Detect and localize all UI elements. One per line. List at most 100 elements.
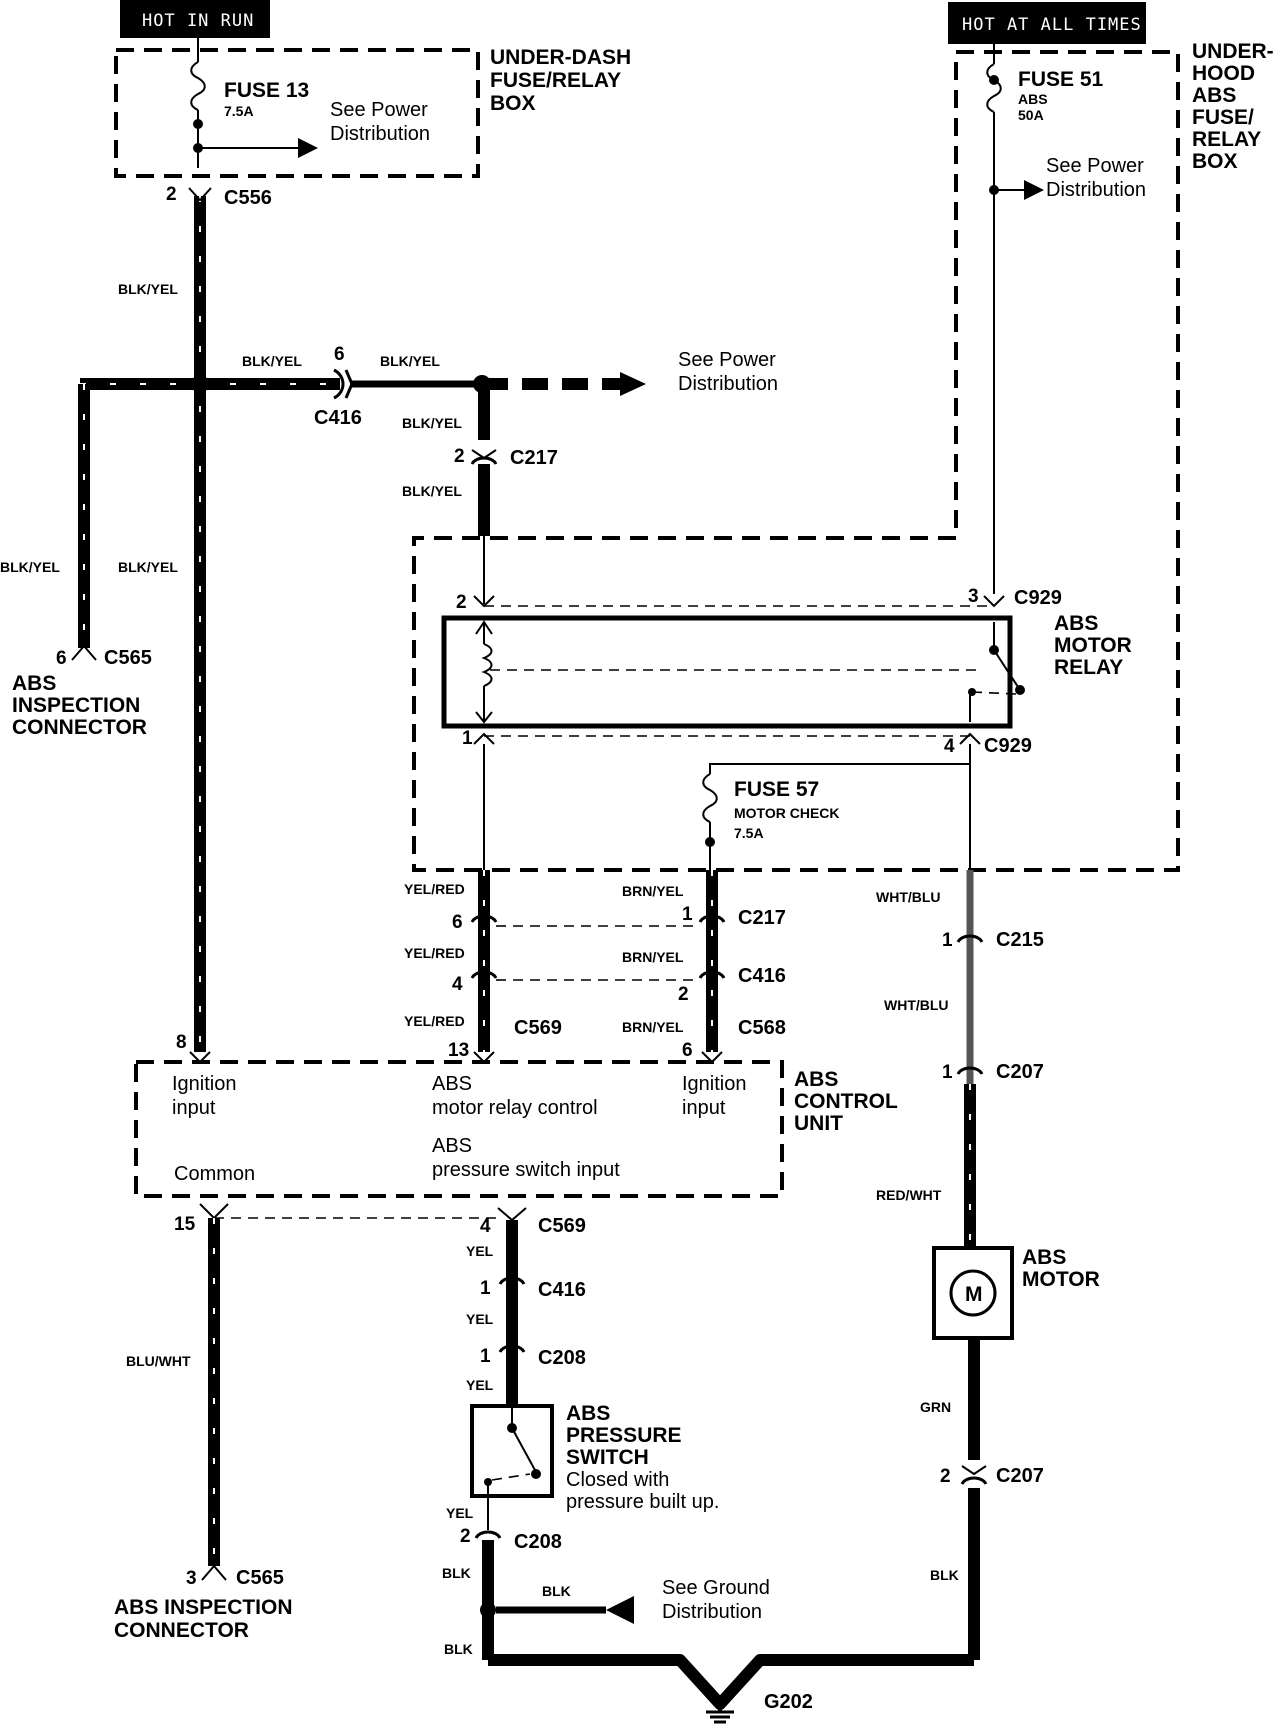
svg-text:ABS: ABS <box>432 1073 472 1095</box>
svg-text:50A: 50A <box>1018 107 1044 123</box>
svg-text:MOTOR CHECK: MOTOR CHECK <box>734 805 840 821</box>
svg-text:WHT/BLU: WHT/BLU <box>876 889 941 905</box>
abs-pressure-switch: ABS PRESSURE SWITCH Closed with pressure… <box>470 1402 719 1513</box>
svg-text:6: 6 <box>334 344 345 365</box>
svg-text:YEL/RED: YEL/RED <box>404 945 465 961</box>
svg-text:FUSE 13: FUSE 13 <box>224 79 309 102</box>
svg-text:FUSE/RELAY: FUSE/RELAY <box>490 69 621 92</box>
svg-text:ABS: ABS <box>1192 84 1236 107</box>
svg-text:C207: C207 <box>996 1061 1044 1083</box>
svg-text:BOX: BOX <box>490 92 536 115</box>
svg-text:GRN: GRN <box>920 1399 951 1415</box>
svg-text:input: input <box>172 1097 216 1119</box>
svg-text:YEL/RED: YEL/RED <box>404 881 465 897</box>
svg-text:C416: C416 <box>738 965 786 987</box>
svg-text:BLK: BLK <box>442 1565 471 1581</box>
svg-text:7.5A: 7.5A <box>224 103 254 119</box>
svg-text:BLK: BLK <box>444 1641 473 1657</box>
svg-text:8: 8 <box>176 1032 187 1053</box>
hot-in-run-banner: HOT IN RUN <box>120 0 270 38</box>
svg-text:RELAY: RELAY <box>1054 656 1123 679</box>
svg-text:ABS: ABS <box>432 1135 472 1157</box>
svg-text:ABS: ABS <box>1022 1246 1066 1269</box>
svg-text:1: 1 <box>480 1278 491 1299</box>
svg-text:ABS INSPECTION: ABS INSPECTION <box>114 1596 293 1619</box>
yel-red-wire: YEL/RED 6 YEL/RED 4 YEL/RED C569 <box>404 744 562 1052</box>
svg-text:pressure switch input: pressure switch input <box>432 1159 620 1181</box>
svg-text:See Ground: See Ground <box>662 1577 770 1599</box>
svg-text:ABS: ABS <box>1018 91 1048 107</box>
svg-text:BLK: BLK <box>542 1583 571 1599</box>
abs-control-unit: 8 13 6 Ignition input ABS motor relay co… <box>134 1032 898 1198</box>
svg-text:6: 6 <box>56 648 67 669</box>
abs-motor: M ABS MOTOR <box>932 1246 1100 1340</box>
svg-text:3: 3 <box>968 586 979 607</box>
svg-text:MOTOR: MOTOR <box>1022 1268 1100 1291</box>
svg-text:Ignition: Ignition <box>682 1073 747 1095</box>
motor-ground-wire: GRN 2 C207 BLK <box>920 1338 1044 1660</box>
svg-text:M: M <box>965 1283 983 1306</box>
svg-text:PRESSURE: PRESSURE <box>566 1424 682 1447</box>
svg-text:BLK/YEL: BLK/YEL <box>0 559 60 575</box>
svg-text:SWITCH: SWITCH <box>566 1446 649 1469</box>
svg-text:ABS: ABS <box>566 1402 610 1425</box>
svg-text:2: 2 <box>460 1526 471 1547</box>
svg-text:FUSE 57: FUSE 57 <box>734 778 819 801</box>
svg-text:ABS: ABS <box>794 1068 838 1091</box>
svg-text:HOOD: HOOD <box>1192 62 1255 85</box>
svg-text:HOT AT ALL TIMES: HOT AT ALL TIMES <box>962 15 1142 35</box>
svg-text:C217: C217 <box>738 907 786 929</box>
under-hood-abs-fuse-box: UNDER- HOOD ABS FUSE/ RELAY BOX <box>412 40 1274 872</box>
svg-text:input: input <box>682 1097 726 1119</box>
svg-text:FUSE 51: FUSE 51 <box>1018 68 1104 91</box>
svg-text:YEL: YEL <box>466 1311 494 1327</box>
svg-text:BLU/WHT: BLU/WHT <box>126 1353 191 1369</box>
svg-text:Distribution: Distribution <box>662 1601 762 1623</box>
svg-text:RED/WHT: RED/WHT <box>876 1187 942 1203</box>
svg-text:2: 2 <box>454 446 465 467</box>
abs-motor-relay: 2 3 C929 ABS MOTOR RELAY 1 4 C929 <box>441 586 1132 757</box>
svg-text:INSPECTION: INSPECTION <box>12 694 140 717</box>
svg-text:Closed with: Closed with <box>566 1469 669 1491</box>
svg-text:RELAY: RELAY <box>1192 128 1261 151</box>
svg-text:2: 2 <box>940 1466 951 1487</box>
svg-text:BRN/YEL: BRN/YEL <box>622 883 684 899</box>
svg-text:C929: C929 <box>1014 587 1062 609</box>
svg-text:C416: C416 <box>538 1279 586 1301</box>
svg-text:BLK/YEL: BLK/YEL <box>242 353 302 369</box>
pressure-switch-ground-wire: YEL 2 C208 BLK BLK See Ground Distributi… <box>442 1496 770 1660</box>
ground-g202: G202 <box>488 1654 974 1724</box>
svg-text:ABS: ABS <box>1054 612 1098 635</box>
svg-text:ABS: ABS <box>12 672 56 695</box>
svg-text:See Power: See Power <box>678 349 776 371</box>
under-dash-fuse-box: UNDER-DASH FUSE/RELAY BOX <box>114 46 631 178</box>
svg-text:6: 6 <box>682 1040 693 1061</box>
fuse-57: FUSE 57 MOTOR CHECK 7.5A <box>702 744 971 870</box>
svg-text:13: 13 <box>448 1040 469 1061</box>
svg-text:4: 4 <box>944 736 955 757</box>
svg-text:C929: C929 <box>984 735 1032 757</box>
svg-text:YEL: YEL <box>446 1505 474 1521</box>
blk-yel-inspection-branch: BLK/YEL 6 C565 ABS INSPECTION CONNECTOR <box>0 384 152 739</box>
svg-text:C565: C565 <box>236 1567 284 1589</box>
svg-text:CONTROL: CONTROL <box>794 1090 898 1113</box>
yel-pressure-wire: 4 C569 YEL 1 C416 YEL 1 C208 YEL <box>466 1207 586 1406</box>
svg-text:3: 3 <box>186 1568 197 1589</box>
svg-text:15: 15 <box>174 1214 196 1235</box>
svg-text:6: 6 <box>452 912 463 933</box>
fuse-51: FUSE 51 ABS 50A See Power Distribution <box>986 44 1146 594</box>
blk-yel-main-wire: 2 C556 BLK/YEL BLK/YEL <box>118 184 272 1052</box>
svg-text:Distribution: Distribution <box>330 123 430 145</box>
svg-text:BLK/YEL: BLK/YEL <box>118 281 178 297</box>
blu-wht-wire: 15 BLU/WHT 3 C565 ABS INSPECTION CONNECT… <box>114 1203 500 1642</box>
svg-text:BLK/YEL: BLK/YEL <box>118 559 178 575</box>
fuse-13: FUSE 13 7.5A See Power Distribution <box>190 38 430 168</box>
svg-text:Distribution: Distribution <box>1046 179 1146 201</box>
svg-text:4: 4 <box>480 1216 491 1237</box>
svg-text:C569: C569 <box>538 1215 586 1237</box>
svg-text:See Power: See Power <box>330 99 428 121</box>
svg-text:1: 1 <box>942 930 953 951</box>
svg-text:YEL: YEL <box>466 1377 494 1393</box>
hot-at-all-times-banner: HOT AT ALL TIMES <box>948 2 1146 44</box>
svg-text:C208: C208 <box>538 1347 586 1369</box>
